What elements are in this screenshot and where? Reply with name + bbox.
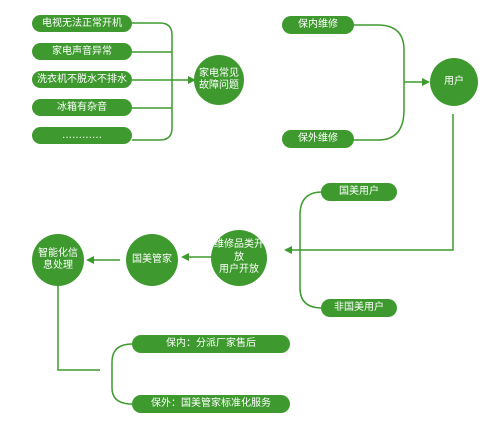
fault-item-sound: 家电声音异常 [32,43,132,60]
fault-item-label: ………… [62,129,102,141]
non-gome-user-label: 非国美用户 [334,302,384,313]
open-hub-circle: 维修品类开放用户开放 [211,230,267,286]
gome-user-tag: 国美用户 [321,183,397,201]
out-warranty-repair: 保外维修 [282,130,354,148]
gome-steward-label: 国美管家 [132,253,172,265]
fault-item-label: 电视无法正常开机 [42,17,122,29]
out-warranty-label: 保外维修 [298,133,338,144]
smart-processing-circle: 智能化信息处理 [32,234,84,286]
fault-item-tv: 电视无法正常开机 [32,15,132,32]
user-hub-circle: 用户 [430,58,478,106]
smart-line2: 息处理 [43,260,73,271]
open-hub-line1: 维修品类开放 [214,239,264,263]
non-gome-user-tag: 非国美用户 [321,299,397,317]
open-hub-line2: 用户开放 [219,264,259,276]
in-warranty-label: 保内维修 [298,19,338,30]
fault-item-fridge: 冰箱有杂音 [32,99,132,116]
smart-line1: 智能化信 [38,247,78,259]
fault-hub-circle: 家电常见故障问题 [194,55,244,105]
fault-item-label: 家电声音异常 [52,45,112,57]
fault-hub-line2: 故障问题 [199,80,239,91]
fault-item-washer: 洗衣机不脱水不排水 [32,71,132,88]
fault-item-more: ………… [32,127,132,144]
in-warranty-repair: 保内维修 [282,16,354,34]
fault-item-label: 洗衣机不脱水不排水 [37,73,127,85]
gome-steward-circle: 国美管家 [126,234,178,286]
outcome-out-warranty-label: 保外：国美管家标准化服务 [151,398,271,409]
user-hub-label: 用户 [444,75,464,87]
fault-item-label: 冰箱有杂音 [57,101,107,113]
outcome-in-warranty: 保内：分派厂家售后 [132,335,290,353]
fault-hub-line1: 家电常见 [199,67,239,79]
outcome-out-warranty: 保外：国美管家标准化服务 [132,395,290,413]
outcome-in-warranty-label: 保内：分派厂家售后 [166,338,256,349]
gome-user-label: 国美用户 [339,186,379,197]
